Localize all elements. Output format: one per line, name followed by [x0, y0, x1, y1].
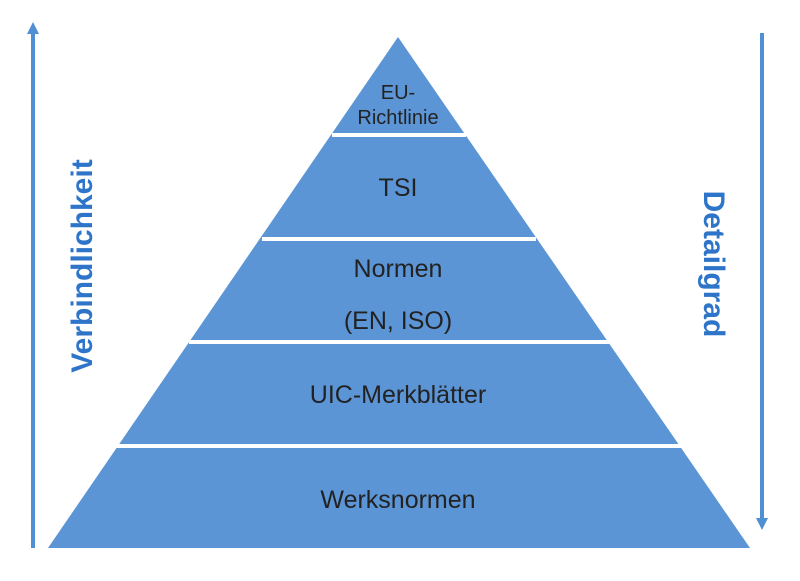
level-werksnormen: Werksnormen — [320, 486, 475, 514]
level-eu-richtlinie-line-1: EU- — [381, 82, 415, 104]
level-eu-richtlinie-line-2: Richtlinie — [357, 107, 438, 129]
left-axis: Verbindlichkeit — [27, 22, 99, 548]
level-tsi: TSI — [379, 174, 418, 202]
left-axis-label: Verbindlichkeit — [66, 159, 99, 372]
level-normen-line-2: (EN, ISO) — [344, 307, 452, 335]
level-separators — [113, 133, 685, 448]
right-axis-label: Detailgrad — [697, 191, 730, 338]
level-normen-line-1: Normen — [354, 255, 443, 283]
level-labels: EU- Richtlinie TSI Normen (EN, ISO) UIC-… — [310, 82, 486, 514]
level-uic-merkblaetter: UIC-Merkblätter — [310, 381, 486, 409]
right-axis: Detailgrad — [697, 33, 768, 530]
pyramid-shape — [48, 37, 750, 548]
